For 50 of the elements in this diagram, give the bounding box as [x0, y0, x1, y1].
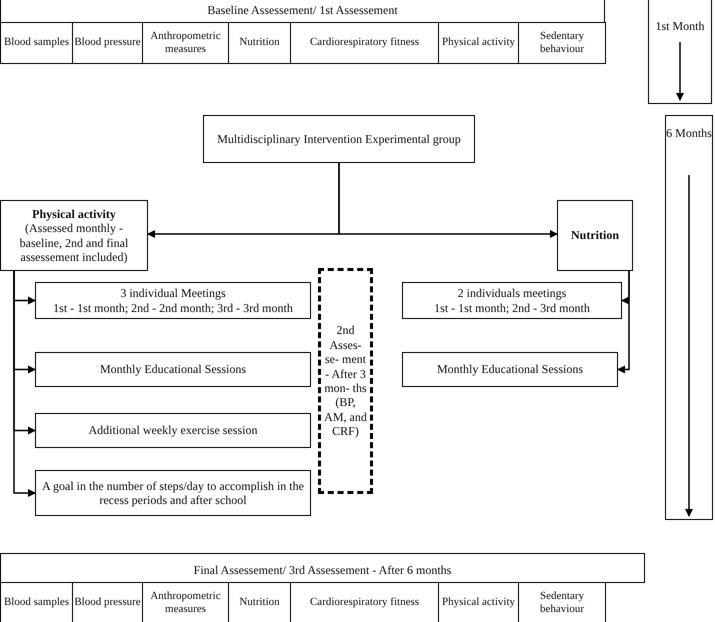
process-box [557, 200, 633, 271]
cell-text: Nutrition [239, 36, 280, 50]
box-label: 6 Months [666, 126, 712, 140]
table-cell [0, 22, 73, 64]
cell-text: Cardiorespiratory fitness [310, 596, 420, 610]
period-box [665, 115, 713, 520]
table-header-cell [0, 0, 605, 23]
period-box [648, 0, 712, 104]
cell-text: Anthropometric measures [149, 590, 222, 616]
cell-text: Sedentary behaviour [539, 30, 585, 56]
box-label: 1st - 1st month; 2nd - 2nd month; 3rd - 3rd month [53, 300, 293, 315]
box-heading: Nutrition [571, 228, 619, 243]
assessment-box [318, 268, 373, 494]
box-label: Additional weekly exercise session [88, 423, 258, 438]
box-label: A goal in the number of steps/day to accomplish in the recess periods and after school [41, 478, 305, 508]
table-header-cell [0, 553, 645, 583]
box-label: 1st Month [655, 19, 704, 34]
process-box [35, 352, 311, 387]
arrow [617, 271, 630, 374]
box-heading: Physical activity [32, 206, 116, 222]
cell-text: Nutrition [239, 596, 280, 610]
cell-text: Baseline Assessement/ 1st Assessement [207, 2, 398, 17]
cell-text: Blood pressure [74, 596, 141, 610]
process-box [35, 470, 311, 516]
box-label: Monthly Educational Sessions [437, 362, 583, 377]
box-label: Monthly Educational Sessions [100, 362, 246, 377]
process-box [402, 282, 622, 319]
box-label: 2 individuals meetings [458, 286, 566, 300]
box-label: 2nd Asses- se- ment - After 3 mon- ths (BP, AM, and CRF) [324, 323, 367, 439]
box-label: Multidisciplinary Intervention Experimental group [217, 132, 461, 146]
table-cell [518, 22, 606, 64]
process-box [203, 115, 475, 163]
box-label: (Assessed monthly - baseline, 2nd and final assessement included) [18, 221, 130, 264]
cell-text: Blood samples [4, 36, 70, 50]
cell-text: Blood pressure [74, 36, 141, 50]
process-box [402, 352, 618, 387]
process-box [35, 282, 311, 319]
process-box [0, 200, 148, 271]
arrow [13, 271, 36, 497]
cell-text: Physical activity [442, 596, 515, 610]
box-label: 1st - 1st month; 2nd - 3rd month [434, 300, 590, 315]
cell-text: Cardiorespiratory fitness [310, 36, 420, 50]
cell-text: Final Assessement/ 3rd Assessement - After 6 months [194, 562, 452, 577]
cell-text: Anthropometric measures [149, 30, 222, 56]
cell-text: Blood samples [4, 596, 70, 610]
arrow [338, 163, 558, 238]
cell-text: Physical activity [442, 36, 515, 50]
box-label: 3 individual Meetings [120, 286, 226, 300]
cell-text: Sedentary behaviour [539, 590, 585, 616]
process-box [35, 413, 311, 448]
